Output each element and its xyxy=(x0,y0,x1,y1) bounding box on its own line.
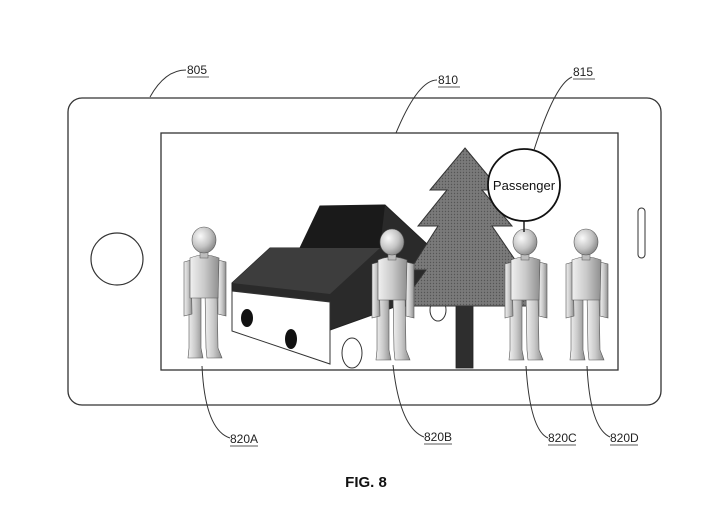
figure-caption: FIG. 8 xyxy=(345,474,387,491)
label-820d: 820D xyxy=(610,431,639,445)
leader-820b xyxy=(392,364,425,438)
leader-815 xyxy=(533,76,573,151)
leader-820d xyxy=(586,365,611,438)
label-810: 810 xyxy=(438,73,458,87)
vehicle-wheel-front xyxy=(341,337,363,369)
home-button[interactable] xyxy=(90,232,144,286)
leader-820a xyxy=(201,365,231,439)
label-820b: 820B xyxy=(424,430,452,444)
passenger-indicator: Passenger xyxy=(487,148,561,232)
vehicle-headlight-left xyxy=(241,309,253,327)
speaker-slot xyxy=(637,207,646,259)
label-820c: 820C xyxy=(548,431,577,445)
passenger-indicator-text: Passenger xyxy=(493,178,556,193)
vehicle-headlight-right xyxy=(285,329,297,349)
label-815: 815 xyxy=(573,65,593,79)
leader-810 xyxy=(395,79,438,134)
label-805: 805 xyxy=(187,63,207,77)
leader-820c xyxy=(525,365,549,439)
label-820a: 820A xyxy=(230,432,258,446)
leader-805 xyxy=(149,69,187,98)
